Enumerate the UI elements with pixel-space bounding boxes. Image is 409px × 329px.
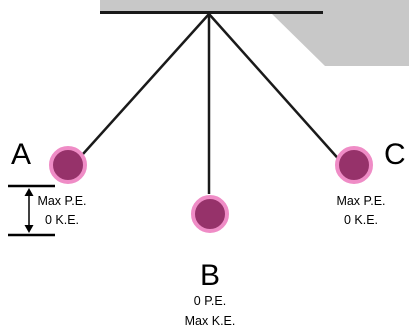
bob-b — [191, 195, 229, 233]
energy-a-line2: 0 K.E. — [45, 213, 79, 227]
label-b: B — [200, 259, 220, 292]
energy-b-line2: Max K.E. — [185, 314, 236, 328]
support-top — [100, 0, 409, 12]
string-to-c — [208, 13, 344, 165]
string-to-a — [73, 13, 210, 165]
label-c: C — [384, 138, 406, 171]
energy-c-line1: Max P.E. — [336, 194, 385, 208]
height-arrow-head-up — [24, 188, 34, 196]
bob-a — [49, 146, 87, 184]
height-arrow-head-down — [24, 225, 34, 233]
label-a: A — [11, 138, 31, 171]
support-ramp — [270, 12, 409, 66]
bob-c — [335, 146, 373, 184]
energy-b-line1: 0 P.E. — [194, 294, 226, 308]
energy-a-line1: Max P.E. — [37, 194, 86, 208]
energy-c-line2: 0 K.E. — [344, 213, 378, 227]
